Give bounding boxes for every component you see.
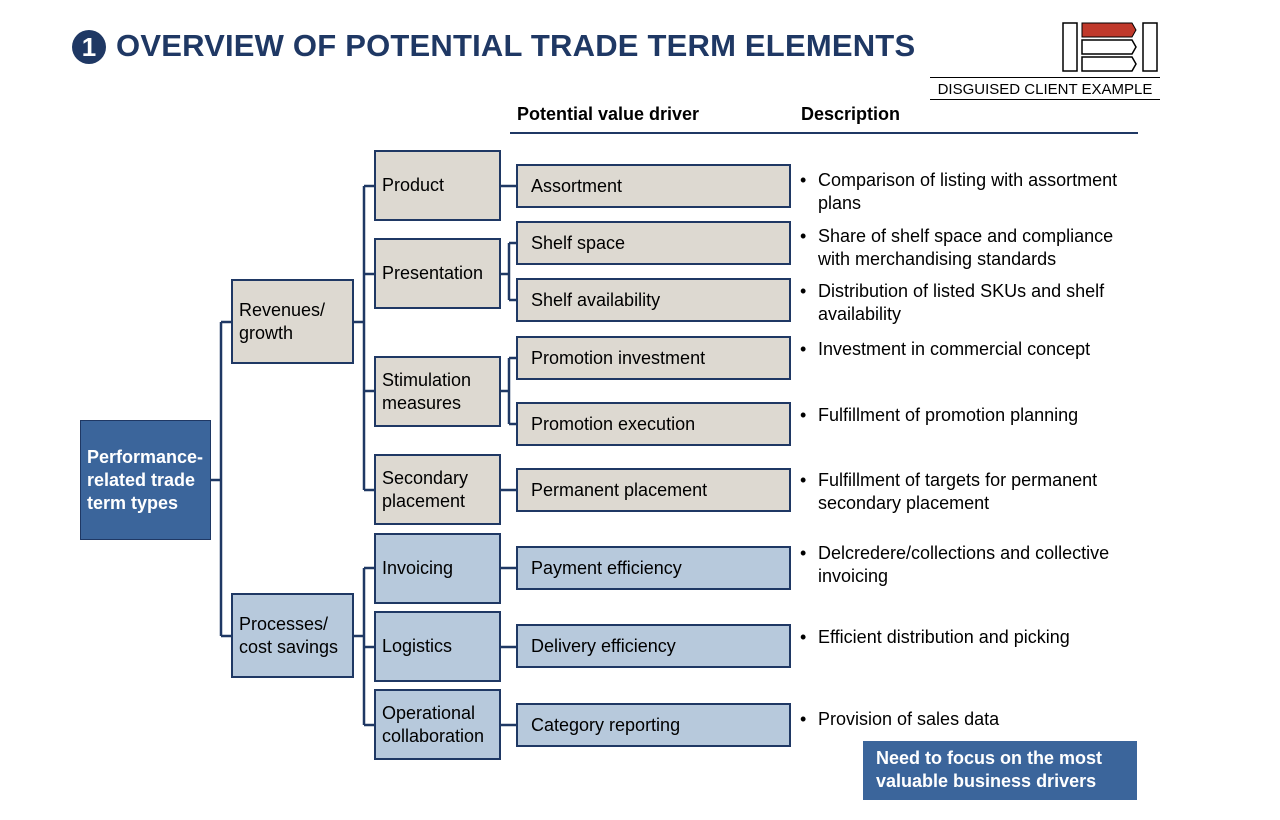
driver-promotion-investment: Promotion investment: [516, 336, 791, 380]
category-processes-cost-savings: Processes/ cost savings: [231, 593, 354, 678]
category-revenues-growth: Revenues/ growth: [231, 279, 354, 364]
type-product: Product: [374, 150, 501, 221]
company-logo: [1062, 22, 1158, 72]
bullet-icon: •: [800, 339, 807, 359]
description-text: Provision of sales data: [818, 709, 1000, 729]
driver-shelf-availability: Shelf availability: [516, 278, 791, 322]
driver-promotion-execution: Promotion execution: [516, 402, 791, 446]
type-secondary-placement: Secondary placement: [374, 454, 501, 525]
bullet-icon: •: [800, 405, 807, 425]
description-item: • Provision of sales data: [800, 708, 1145, 731]
description-text: Efficient distribution and picking: [818, 627, 1070, 647]
driver-shelf-space: Shelf space: [516, 221, 791, 265]
key-takeaway-callout: Need to focus on the most valuable busin…: [863, 741, 1137, 800]
bullet-icon: •: [800, 470, 807, 490]
type-invoicing: Invoicing: [374, 533, 501, 604]
driver-delivery-efficiency: Delivery efficiency: [516, 624, 791, 668]
bullet-icon: •: [800, 281, 807, 301]
column-header-driver: Potential value driver: [517, 104, 700, 124]
root-node-label: Performance-related trade term types: [87, 446, 204, 513]
description-text: Share of shelf space and compliance with…: [818, 226, 1114, 269]
driver-label: Delivery efficiency: [531, 635, 676, 656]
category-label: Processes/ cost savings: [239, 613, 339, 657]
driver-label: Assortment: [531, 175, 623, 196]
description-item: • Comparison of listing with assortment …: [800, 169, 1145, 215]
description-item: • Delcredere/collections and collective …: [800, 542, 1130, 588]
driver-label: Promotion investment: [531, 347, 706, 368]
description-item: • Efficient distribution and picking: [800, 626, 1145, 649]
description-item: • Distribution of listed SKUs and shelf …: [800, 280, 1130, 326]
description-text: Comparison of listing with assortment pl…: [818, 170, 1118, 213]
page-title: OVERVIEW OF POTENTIAL TRADE TERM ELEMENT…: [116, 28, 916, 63]
driver-label: Permanent placement: [531, 479, 708, 500]
driver-label: Category reporting: [531, 714, 681, 735]
section-number-badge: 1: [72, 30, 106, 64]
bullet-icon: •: [800, 226, 807, 246]
description-item: • Share of shelf space and compliance wi…: [800, 225, 1145, 271]
type-label: Presentation: [382, 263, 484, 283]
type-operational-collaboration: Operational collaboration: [374, 689, 501, 760]
description-item: • Fulfillment of targets for permanent s…: [800, 469, 1130, 515]
type-label: Secondary placement: [382, 467, 469, 511]
description-item: • Fulfillment of promotion planning: [800, 404, 1145, 427]
type-stimulation-measures: Stimulation measures: [374, 356, 501, 427]
driver-permanent-placement: Permanent placement: [516, 468, 791, 512]
type-label: Product: [382, 175, 445, 195]
driver-payment-efficiency: Payment efficiency: [516, 546, 791, 590]
description-text: Fulfillment of targets for permanent sec…: [818, 470, 1098, 513]
category-label: Revenues/ growth: [239, 299, 326, 343]
type-presentation: Presentation: [374, 238, 501, 309]
type-label: Stimulation measures: [382, 369, 472, 413]
type-label: Operational collaboration: [382, 702, 485, 746]
driver-label: Payment efficiency: [531, 557, 682, 578]
callout-text: Need to focus on the most valuable busin…: [876, 748, 1103, 791]
root-node: Performance-related trade term types: [80, 420, 211, 540]
column-header-description: Description: [801, 104, 901, 124]
type-label: Invoicing: [382, 558, 454, 578]
description-item: • Investment in commercial concept: [800, 338, 1145, 361]
description-text: Fulfillment of promotion planning: [818, 405, 1079, 425]
driver-label: Promotion execution: [531, 413, 696, 434]
type-label: Logistics: [382, 636, 453, 656]
bullet-icon: •: [800, 709, 807, 729]
bullet-icon: •: [800, 543, 807, 563]
driver-assortment: Assortment: [516, 164, 791, 208]
type-logistics: Logistics: [374, 611, 501, 682]
disguised-client-tag: DISGUISED CLIENT EXAMPLE: [930, 77, 1160, 100]
description-text: Investment in commercial concept: [818, 339, 1091, 359]
description-text: Distribution of listed SKUs and shelf av…: [818, 281, 1105, 324]
header-divider: [510, 132, 1138, 134]
driver-label: Shelf availability: [531, 289, 661, 310]
bullet-icon: •: [800, 627, 807, 647]
driver-category-reporting: Category reporting: [516, 703, 791, 747]
driver-label: Shelf space: [531, 232, 626, 253]
description-text: Delcredere/collections and collective in…: [818, 543, 1110, 586]
bullet-icon: •: [800, 170, 807, 190]
